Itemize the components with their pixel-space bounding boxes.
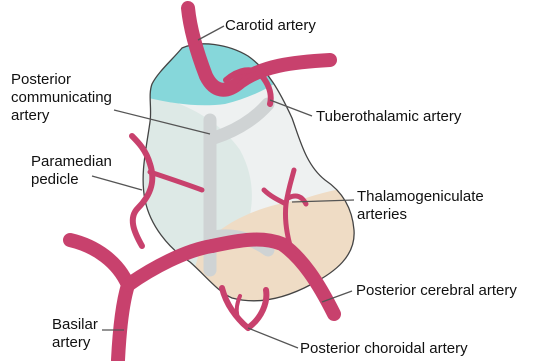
tuberothalamic-artery-label: Tuberothalamic artery <box>316 108 461 126</box>
thalamogeniculate-label-line-2: arteries <box>357 206 484 224</box>
pcomm-label-line-1: Posterior <box>11 71 112 89</box>
pcomm-label-line-3: artery <box>11 107 112 125</box>
basilar-label-line-2: artery <box>52 334 98 352</box>
thalamogeniculate-label-line-1: Thalamogeniculate <box>357 188 484 206</box>
paramedian-label-line-1: Paramedian <box>31 153 112 171</box>
pcomm-label-line-2: communicating <box>11 89 112 107</box>
paramedian-pedicle-label: Paramedian pedicle <box>31 153 112 189</box>
choroidal-leader <box>248 328 298 348</box>
thalamogeniculate-arteries-label: Thalamogeniculate arteries <box>357 188 484 224</box>
paramedian-label-line-2: pedicle <box>31 171 112 189</box>
posterior-cerebral-artery-label: Posterior cerebral artery <box>356 282 517 300</box>
basilar-artery-label: Basilar artery <box>52 316 98 352</box>
posterior-communicating-artery-label: Posterior communicating artery <box>11 71 112 125</box>
basilar-label-line-1: Basilar <box>52 316 98 334</box>
carotid-leader <box>198 26 224 40</box>
posterior-choroidal-artery-label: Posterior choroidal artery <box>300 340 468 358</box>
carotid-artery-label: Carotid artery <box>225 17 316 35</box>
